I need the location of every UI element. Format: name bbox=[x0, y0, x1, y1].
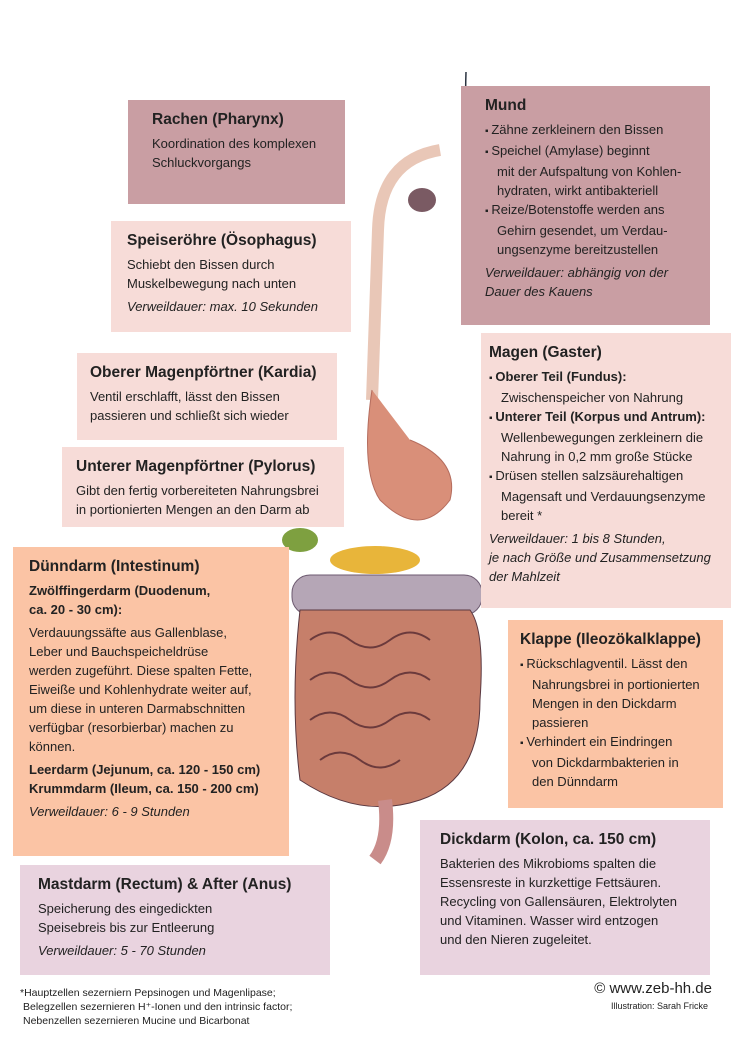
box-text-line: Mengen in den Dickdarm bbox=[532, 696, 677, 711]
box-text-line: mit der Aufspaltung von Kohlen- bbox=[497, 164, 682, 179]
box-text-line: Verweildauer: 1 bis 8 Stunden, bbox=[489, 531, 666, 546]
info-box-kardia: Oberer Magenpförtner (Kardia) Ventil ersc… bbox=[77, 353, 337, 440]
footnote-line: Belegzellen sezernieren H⁺-Ionen und den… bbox=[23, 1001, 293, 1013]
box-text-line: je nach Größe und Zusammensetzung bbox=[489, 550, 711, 565]
box-text-line: Rückschlagventil. Lässt den bbox=[520, 654, 719, 675]
footnote-line: Nebenzellen sezernieren Mucine und Bicar… bbox=[23, 1015, 250, 1027]
box-text-line: Schiebt den Bissen durch bbox=[127, 257, 275, 272]
box-title: Speiseröhre (Ösophagus) bbox=[127, 232, 317, 249]
box-text-line: Verhindert ein Eindringen bbox=[520, 732, 719, 753]
box-text-line: Zwischenspeicher von Nahrung bbox=[501, 390, 684, 405]
box-text-line: von Dickdarmbakterien in bbox=[532, 755, 679, 770]
box-text-line: Nahrungsbrei in portionierten bbox=[532, 677, 700, 692]
box-title: Mastdarm (Rectum) & After (Anus) bbox=[38, 876, 292, 893]
info-box-dickdarm: Dickdarm (Kolon, ca. 150 cm) Bakterien de… bbox=[420, 820, 710, 975]
copyright: © www.zeb-hh.de bbox=[594, 980, 712, 997]
box-text-line: Schluckvorgangs bbox=[152, 155, 251, 170]
box-text-line: Verweildauer: abhängig von der bbox=[485, 265, 669, 280]
box-text-line: ungsenzyme bereitzustellen bbox=[497, 242, 659, 257]
box-text-line: Verweildauer: max. 10 Sekunden bbox=[127, 299, 319, 314]
box-text-line: Eiweiße und Kohlenhydrate weiter auf, bbox=[29, 682, 252, 697]
box-title: Mund bbox=[485, 97, 527, 114]
box-text-line: Muskelbewegung nach unten bbox=[127, 276, 297, 291]
box-text-line: können. bbox=[29, 739, 76, 754]
box-text-line: Gehirn gesendet, um Verdau- bbox=[497, 223, 668, 238]
box-title: Dickdarm (Kolon, ca. 150 cm) bbox=[440, 831, 657, 848]
box-text-line: Drüsen stellen salzsäurehaltigen bbox=[489, 466, 727, 487]
box-text-line: in portionierten Mengen an den Darm ab bbox=[76, 502, 310, 517]
box-text-line: Zwölffingerdarm (Duodenum, bbox=[29, 583, 211, 598]
box-title: Dünndarm (Intestinum) bbox=[29, 558, 200, 575]
box-text-line: Verweildauer: 5 - 70 Stunden bbox=[38, 943, 206, 958]
box-text-line: werden zugeführt. Diese spalten Fette, bbox=[29, 663, 253, 678]
box-text-line: bereit * bbox=[501, 508, 543, 523]
box-text-line: und Vitaminen. Wasser wird entzogen bbox=[440, 913, 659, 928]
box-title: Magen (Gaster) bbox=[489, 344, 602, 361]
box-text-line: Leber und Bauchspeicheldrüse bbox=[29, 644, 209, 659]
box-title: Rachen (Pharynx) bbox=[152, 111, 284, 128]
info-box-speiseroehre: Speiseröhre (Ösophagus) Schiebt den Bisse… bbox=[111, 221, 351, 332]
box-text-line: Nahrung in 0,2 mm große Stücke bbox=[501, 449, 693, 464]
illustration-credit: Illustration: Sarah Fricke bbox=[610, 1001, 708, 1011]
box-text-line: Dauer des Kauens bbox=[485, 284, 593, 299]
info-box-mastdarm: Mastdarm (Rectum) & After (Anus) Speicher… bbox=[20, 865, 330, 975]
box-text-line: passieren und schließt sich wieder bbox=[90, 408, 289, 423]
box-text-line: um diese in unteren Darmabschnitten bbox=[29, 701, 246, 716]
box-text-line: Unterer Teil (Korpus und Antrum): bbox=[489, 407, 727, 428]
box-text-line: Speicherung des eingedickten bbox=[38, 901, 213, 916]
footnote-line: *Hauptzellen sezerniern Pepsinogen und M… bbox=[20, 987, 276, 999]
info-box-magen: Magen (Gaster) Oberer Teil (Fundus): Zwisc… bbox=[481, 333, 731, 608]
box-text-line: Reize/Botenstoffe werden ans bbox=[485, 200, 706, 221]
info-box-rachen: Rachen (Pharynx) Koordination des komplex… bbox=[128, 100, 345, 204]
box-text-line: Koordination des komplexen bbox=[152, 136, 317, 151]
footnote: *Hauptzellen sezerniern Pepsinogen und M… bbox=[20, 986, 292, 1028]
box-text-line: Zähne zerkleinern den Bissen bbox=[485, 120, 706, 141]
box-text-line: Verdauungssäfte aus Gallenblase, bbox=[29, 625, 228, 640]
info-box-mund: MundZähne zerkleinern den BissenSpeichel… bbox=[461, 86, 710, 325]
box-text-line: Magensaft und Verdauungsenzyme bbox=[501, 489, 706, 504]
box-title: Oberer Magenpförtner (Kardia) bbox=[90, 364, 317, 381]
box-text-line: Krummdarm (Ileum, ca. 150 - 200 cm) bbox=[29, 781, 259, 796]
box-text-line: Gibt den fertig vorbereiteten Nahrungsbr… bbox=[76, 483, 319, 498]
box-text-line: Wellenbewegungen zerkleinern die bbox=[501, 430, 704, 445]
info-box-pylorus: Unterer Magenpförtner (Pylorus) Gibt den … bbox=[62, 447, 344, 527]
box-text-line: Bakterien des Mikrobioms spalten die bbox=[440, 856, 657, 871]
box-text-line: den Dünndarm bbox=[532, 774, 618, 789]
box-text-line: Speichel (Amylase) beginnt bbox=[485, 141, 706, 162]
box-text-line: Recycling von Gallensäuren, Elektrolyten bbox=[440, 894, 678, 909]
box-text-line: Essensreste in kurzkettige Fettsäuren. bbox=[440, 875, 662, 890]
box-text-line: Ventil erschlafft, lässt den Bissen bbox=[90, 389, 280, 404]
info-box-klappe: Klappe (Ileozökalklappe) Rückschlagventil… bbox=[508, 620, 723, 808]
box-text-line: Leerdarm (Jejunum, ca. 120 - 150 cm) bbox=[29, 762, 261, 777]
box-text-line: verfügbar (resorbierbar) machen zu bbox=[29, 720, 234, 735]
box-title: Klappe (Ileozökalklappe) bbox=[520, 631, 701, 648]
box-text-line: Oberer Teil (Fundus): bbox=[489, 367, 727, 388]
box-text-line: ca. 20 - 30 cm): bbox=[29, 602, 123, 617]
box-text-line: Speisebreis bis zur Entleerung bbox=[38, 920, 215, 935]
box-text-line: der Mahlzeit bbox=[489, 569, 560, 584]
box-text-line: hydraten, wirkt antibakteriell bbox=[497, 183, 659, 198]
box-title: Unterer Magenpförtner (Pylorus) bbox=[76, 458, 316, 475]
info-box-duenndarm: Dünndarm (Intestinum) Zwölffingerdarm (Du… bbox=[13, 547, 289, 856]
box-text-line: passieren bbox=[532, 715, 589, 730]
box-text-line: Verweildauer: 6 - 9 Stunden bbox=[29, 804, 190, 819]
box-text-line: und den Nieren zugeleitet. bbox=[440, 932, 592, 947]
